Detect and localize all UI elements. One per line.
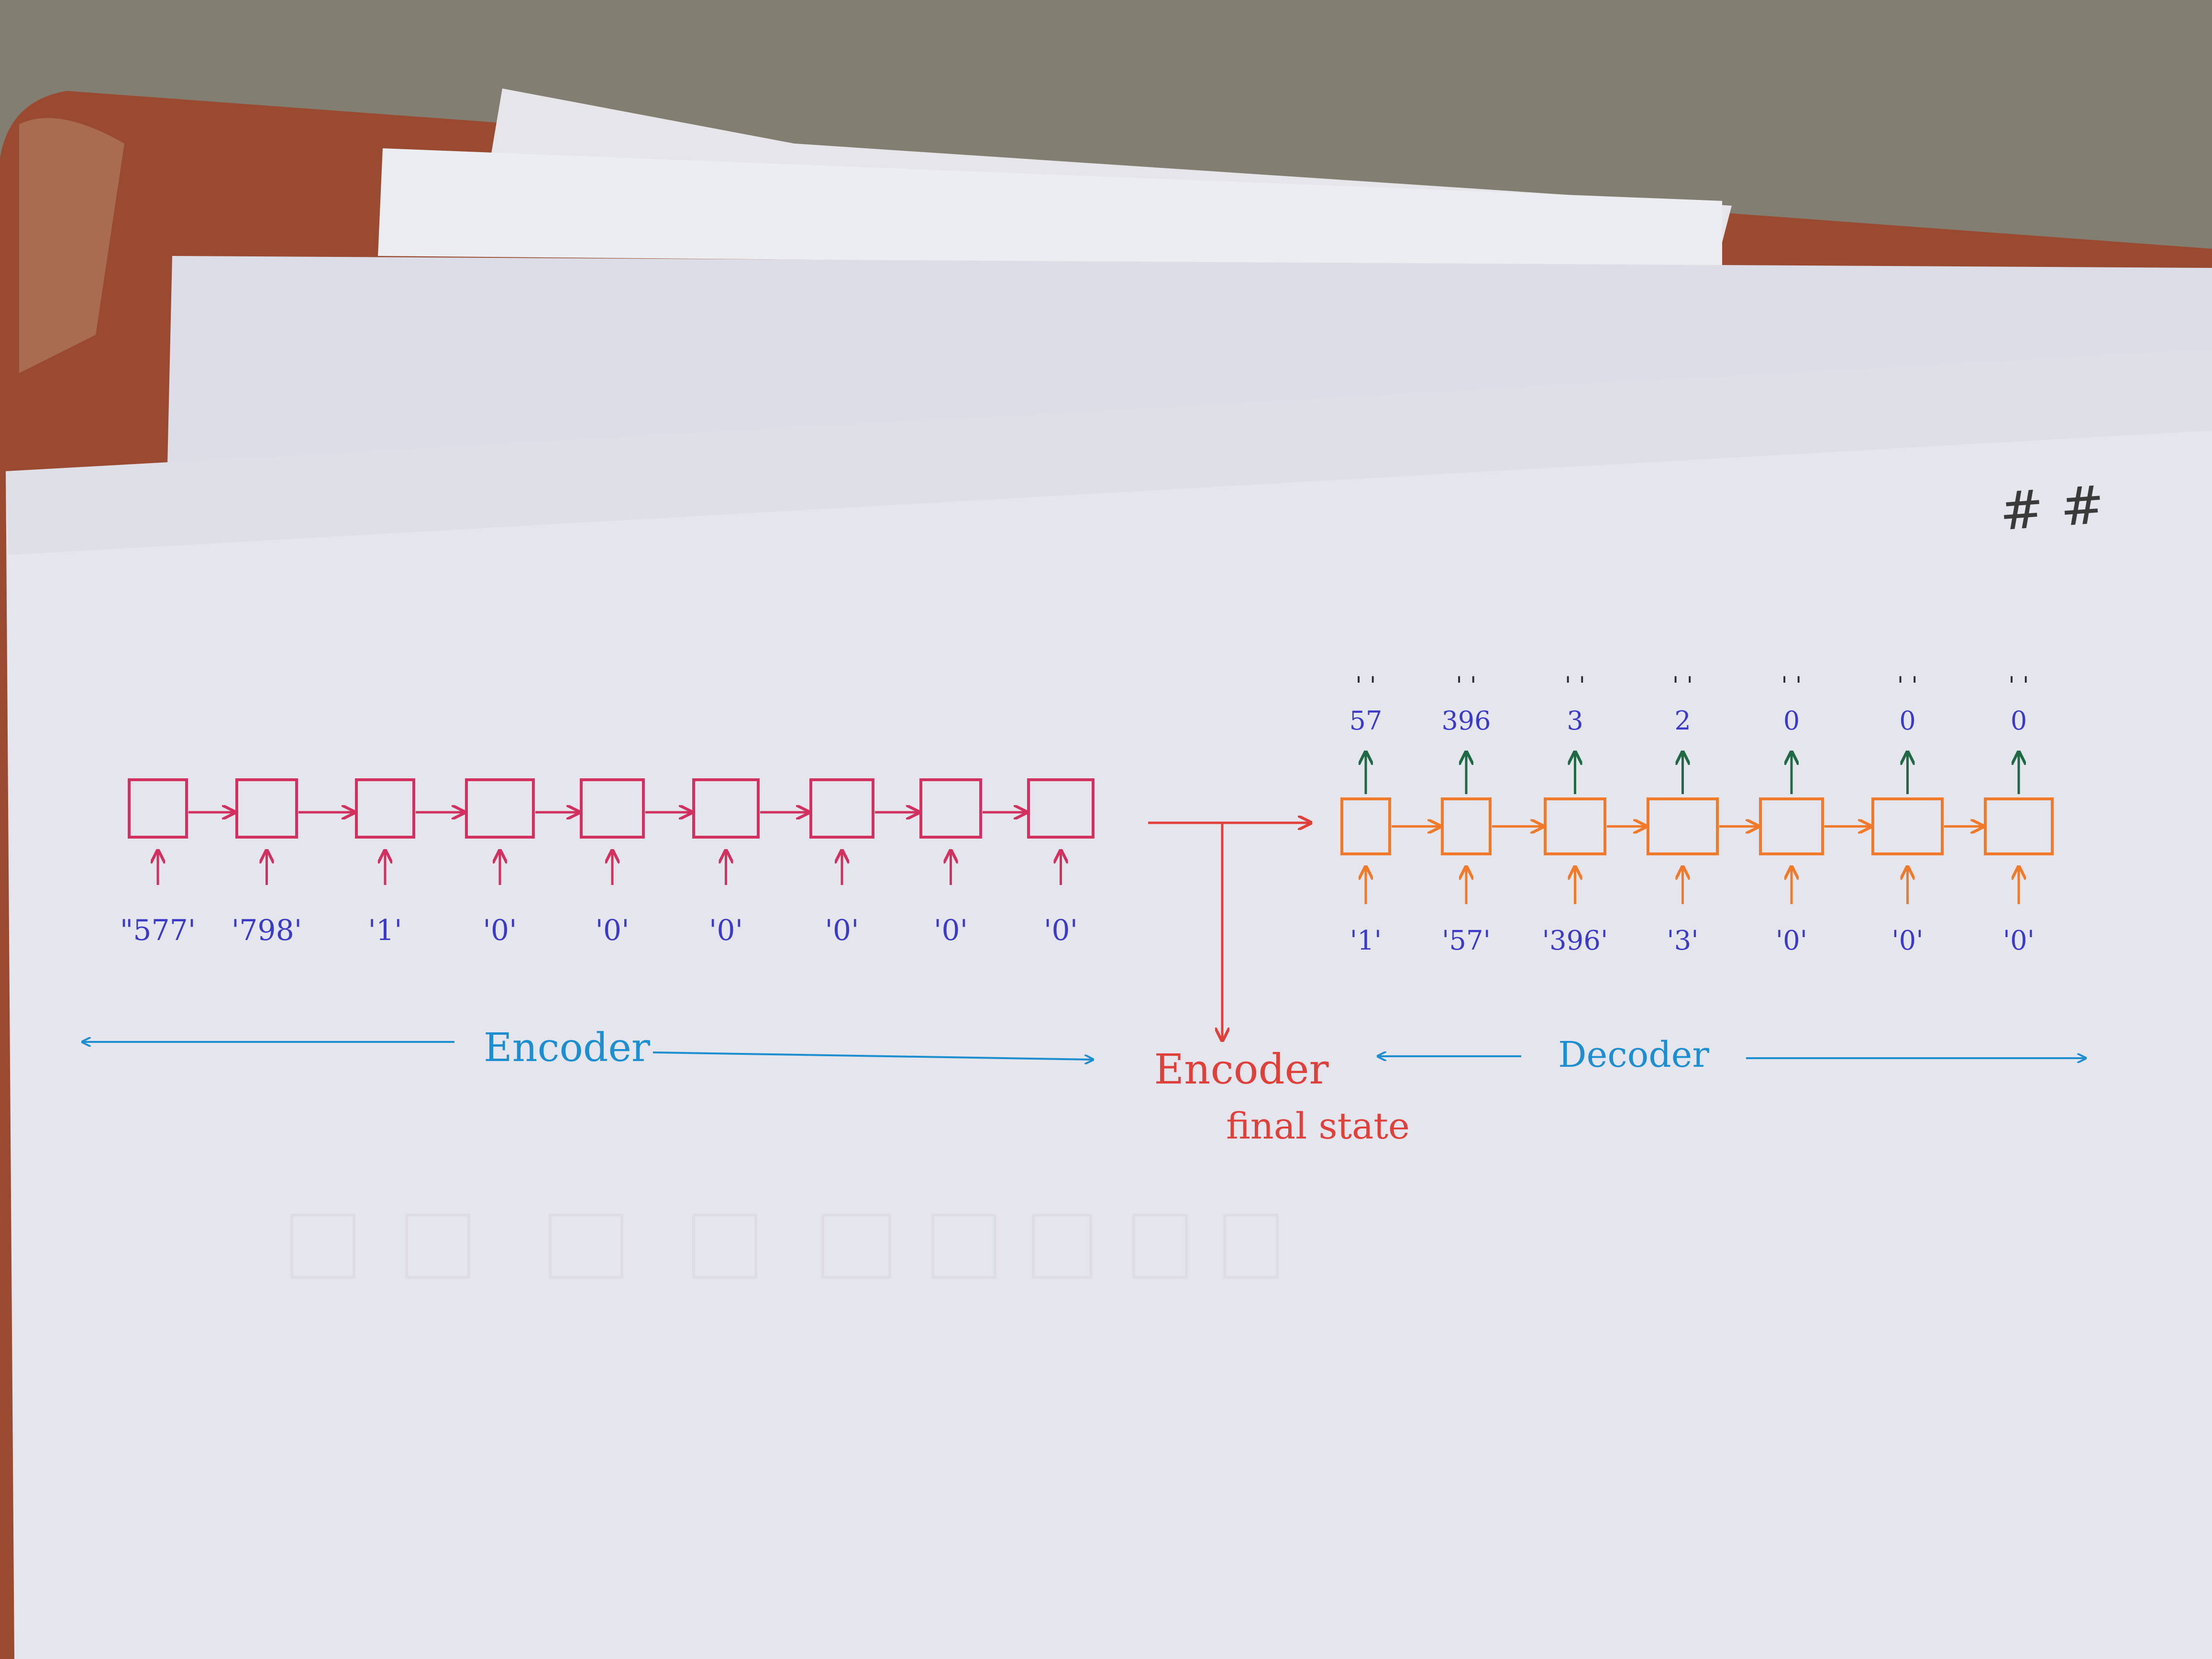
state-label-line1: Encoder xyxy=(1154,1046,1329,1094)
decoder-input-token: '57' xyxy=(1442,925,1491,956)
decoder-output-quotes: ' ' xyxy=(1355,672,1376,699)
encoder-input-token: '0' xyxy=(1044,914,1078,947)
main-sheet-shade xyxy=(6,349,2212,555)
encoder-input-token: '798' xyxy=(232,914,302,947)
encoder-cell xyxy=(809,778,874,839)
encoder-input-token: '0' xyxy=(483,914,517,947)
back-paper-2 xyxy=(378,148,1722,268)
encoder-cells: "577' '798' '1' '0' '0' '0' '0' '0' '0' xyxy=(120,778,1095,947)
encoder-input-token: '1' xyxy=(368,914,402,947)
encoder-input-token: '0' xyxy=(595,914,629,947)
decoder-output-token: 57 xyxy=(1349,706,1382,736)
decoder-output-token: 3 xyxy=(1567,706,1583,736)
decoder-output-quotes: ' ' xyxy=(1456,672,1476,699)
encoder-span-label: Encoder xyxy=(484,1025,651,1071)
decoder-cell xyxy=(1871,797,1944,855)
decoder-cells: '1' ' ' 57 '57' ' ' 396 '396' ' ' 3 '3' ' ' 2 '0' ' '… xyxy=(1340,672,2054,956)
decoder-output-token: 0 xyxy=(2011,706,2027,736)
decoder-cell xyxy=(1647,797,1719,855)
decoder-output-quotes: ' ' xyxy=(1781,672,1802,699)
decoder-output-quotes: ' ' xyxy=(1672,672,1693,699)
decoder-cell xyxy=(1759,797,1824,855)
decoder-input-token: '0' xyxy=(2003,925,2035,956)
decoder-span-label: Decoder xyxy=(1558,1034,1709,1075)
decoder-output-token: 2 xyxy=(1674,706,1691,736)
encoder-cell xyxy=(128,778,188,839)
encoder-input-token: '0' xyxy=(825,914,859,947)
encoder-input-token: '0' xyxy=(709,914,743,947)
encoder-cell xyxy=(355,778,415,839)
decoder-input-token: '0' xyxy=(1891,925,1923,956)
encoder-cell xyxy=(235,778,298,839)
state-label-line2: final state xyxy=(1226,1105,1410,1147)
encoder-cell xyxy=(692,778,760,839)
decoder-output-quotes: ' ' xyxy=(2008,672,2029,699)
encoder-input-token: '0' xyxy=(934,914,968,947)
decoder-output-quotes: ' ' xyxy=(1565,672,1585,699)
decoder-output-token: 0 xyxy=(1783,706,1800,736)
decoder-input-token: '1' xyxy=(1350,925,1382,956)
main-sheet xyxy=(6,349,2212,1659)
decoder-output-token: 396 xyxy=(1441,706,1491,736)
decoder-output-quotes: ' ' xyxy=(1897,672,1918,699)
encoder-cell xyxy=(465,778,535,839)
decoder-cell xyxy=(1984,797,2054,855)
encoder-input-token: "577' xyxy=(120,914,196,947)
decoder-input-token: '0' xyxy=(1776,925,1807,956)
encoder-span-right xyxy=(653,1051,1093,1060)
decoder-cell xyxy=(1544,797,1606,855)
ghost-sketch xyxy=(290,1214,1279,1279)
decoder-cell xyxy=(1340,797,1391,855)
board-edge-wear xyxy=(19,118,124,373)
encoder-cell xyxy=(919,778,982,839)
back-paper-3 xyxy=(167,256,2212,464)
encoder-cell xyxy=(1027,778,1095,839)
decoder-output-token: 0 xyxy=(1899,706,1915,736)
decoder-cell xyxy=(1441,797,1492,855)
decoder-input-token: '3' xyxy=(1667,925,1698,956)
page-mark: # # xyxy=(1998,474,2107,542)
encoder-cell xyxy=(580,778,645,839)
decoder-input-token: '396' xyxy=(1542,925,1608,956)
